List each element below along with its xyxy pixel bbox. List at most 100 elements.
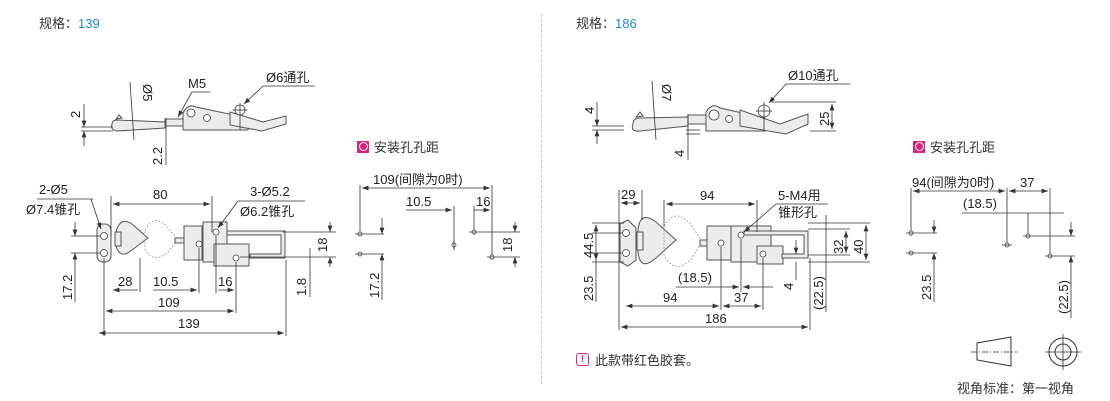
dim-32: 32 (831, 240, 846, 254)
pivot-hole (725, 115, 733, 123)
spec-value: 139 (78, 16, 100, 31)
dim-d7: Ø7 (659, 84, 674, 101)
warning-icon: ! (576, 353, 589, 366)
note-text: 此款带红色胶套。 (595, 353, 700, 368)
mounting-legend-right: 安装孔孔距 (913, 137, 995, 156)
hook-bar (111, 119, 166, 132)
mount-dim-10-5: 10.5 (406, 194, 431, 209)
mount-dim-18: 18 (500, 238, 515, 252)
top-view-139: 2-Ø5 Ø7.4锥孔 3-Ø5.2 Ø6.2锥孔 80 17.2 28 10.… (26, 182, 336, 336)
mount-dim-23-5: 23.5 (919, 275, 934, 300)
pivot-hole (186, 108, 196, 118)
mount-hole (737, 231, 745, 239)
callout-cone-hole: 锥形孔 (778, 205, 817, 220)
callout-d6-2: Ø6.2锥孔 (240, 204, 294, 219)
spec-header-139: 规格：139 (39, 13, 100, 32)
mount-hole (100, 232, 108, 240)
dim-94-top: 94 (700, 188, 714, 203)
loop (115, 220, 149, 255)
spec-value: 186 (615, 16, 637, 31)
dim-40: 40 (851, 240, 866, 254)
dim-29: 29 (621, 187, 635, 202)
dim-d5: Ø5 (140, 84, 155, 101)
mount-dim-109: 109(间隙为0时) (373, 172, 463, 187)
mount-dim-16: 16 (476, 194, 490, 209)
loop-roller (114, 231, 122, 247)
mounting-139: 109(间隙为0时) 10.5 16 17.2 18 (355, 172, 520, 300)
dim-16: 16 (218, 274, 232, 289)
mount-hole (212, 228, 220, 236)
dim-18-5: (18.5) (678, 270, 712, 285)
threaded-rod (164, 118, 184, 127)
circle-marker-icon (913, 140, 925, 153)
dim-4-bottom: 4 (672, 150, 687, 157)
dim-80: 80 (153, 187, 167, 202)
loop-roller (636, 231, 644, 251)
red-sleeve-note: ! 此款带红色胶套。 (576, 350, 699, 369)
threaded-rod (687, 114, 707, 125)
handle (743, 230, 809, 259)
mount-hole (759, 250, 767, 258)
dim-17-2: 17.2 (60, 275, 75, 300)
dim-1-8: 1.8 (294, 278, 309, 296)
spec-label: 规格： (576, 16, 616, 31)
mount-hole (195, 240, 203, 248)
loop-ghost (144, 220, 179, 258)
mounting-title: 安装孔孔距 (374, 140, 440, 155)
dim-186: 186 (705, 311, 727, 326)
spec-label: 规格： (39, 16, 79, 31)
dim-109: 109 (158, 295, 180, 310)
mount-dim-18-5: (18.5) (963, 196, 997, 211)
hook-bar (631, 116, 689, 132)
mount-dim-94: 94(间隙为0时) (912, 175, 994, 190)
dim-28: 28 (118, 274, 132, 289)
handle (226, 230, 286, 259)
dim-22-5: (22.5) (811, 276, 826, 310)
mount-hole-marks (355, 229, 520, 260)
pivot-hole (203, 114, 211, 122)
callout-5-m4: 5-M4用 (778, 188, 821, 203)
section-divider (541, 14, 542, 384)
dim-18: 18 (315, 238, 330, 252)
dim-94: 94 (663, 290, 677, 305)
mount-hole (100, 249, 108, 257)
projection-caption: 视角标准：第一视角 (957, 381, 1075, 396)
mount-dim-22-5: (22.5) (1056, 280, 1071, 314)
mount-hole (232, 254, 240, 262)
mounting-legend-left: 安装孔孔距 (357, 137, 439, 156)
dim-139: 139 (178, 316, 200, 331)
dim-10-5: 10.5 (153, 274, 178, 289)
mounting-title: 安装孔孔距 (930, 140, 996, 155)
base-plate (619, 219, 637, 267)
side-view-139: 2 Ø5 2.2 M5 Ø6通孔 (68, 70, 315, 165)
loop (637, 217, 677, 265)
first-angle-projection-icon (971, 334, 1081, 370)
lever-handle (229, 111, 287, 132)
dim-23-5: 23.5 (581, 276, 596, 301)
dim-hole-6: Ø6通孔 (266, 70, 309, 85)
callout-3-d5-2: 3-Ø5.2 (250, 184, 290, 199)
loop-ghost (663, 215, 703, 267)
dim-m5: M5 (188, 76, 206, 91)
callout-2-d5: 2-Ø5 (39, 182, 68, 197)
side-view-186: 4 Ø7 4 Ø10通孔 25 (582, 68, 850, 160)
dim-4: 4 (781, 283, 796, 290)
top-view-186: 29 94 5-M4用 锥形孔 44.5 23.5 (18.5) 4 94 37… (581, 187, 870, 330)
dim-2-2: 2.2 (150, 147, 165, 165)
lever-handle (739, 109, 809, 135)
dim-44-5: 44.5 (581, 233, 596, 258)
dim-4-top: 4 (582, 107, 597, 114)
dim-37: 37 (734, 290, 748, 305)
mount-hole (622, 229, 630, 237)
callout-d7-4: Ø7.4锥孔 (26, 202, 80, 217)
mount-dim-37: 37 (1020, 175, 1034, 190)
circle-marker-icon (357, 140, 369, 153)
dim-25: 25 (817, 112, 832, 126)
mount-hole (717, 239, 725, 247)
dim-2: 2 (68, 111, 83, 118)
dim-hole-10: Ø10通孔 (788, 68, 839, 83)
hook-tip (114, 114, 124, 120)
pivot-hole (708, 109, 720, 121)
mount-dim-17-2: 17.2 (367, 273, 382, 298)
